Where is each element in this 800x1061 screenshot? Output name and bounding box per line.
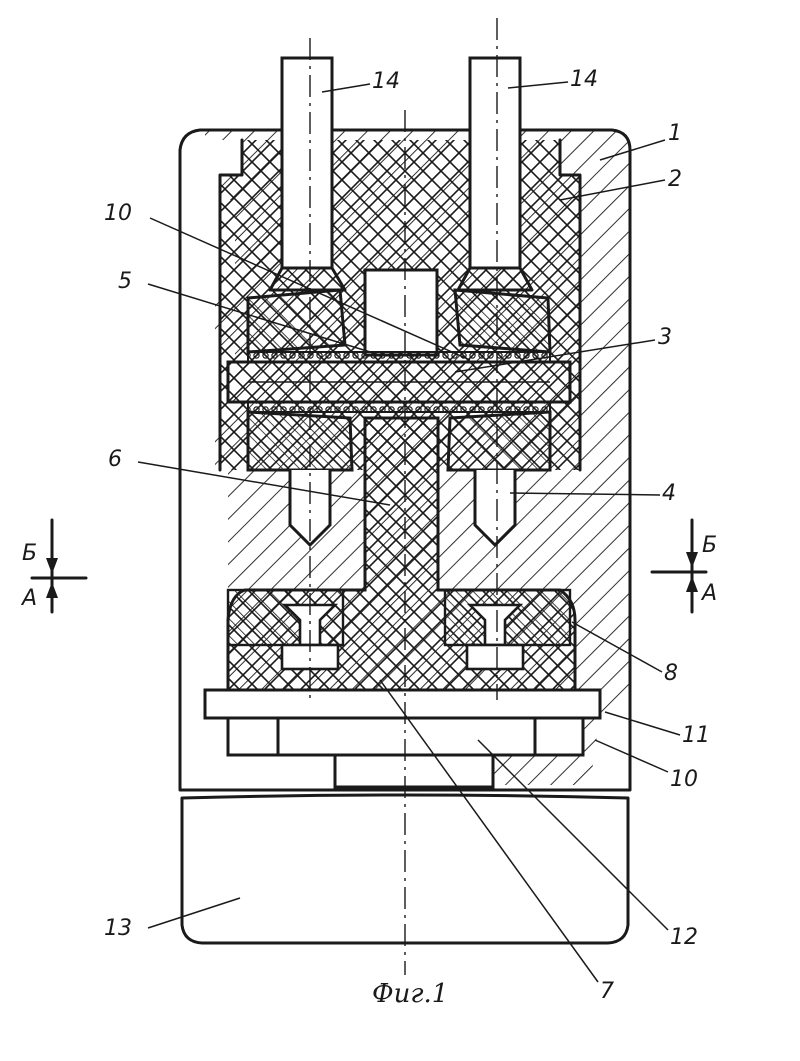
section-label-right-upper: Б bbox=[702, 533, 717, 558]
figure-caption: Фиг.1 bbox=[372, 979, 448, 1009]
membrane bbox=[228, 352, 570, 412]
callout-10b: 10 bbox=[670, 767, 698, 792]
callout-12: 12 bbox=[670, 925, 698, 950]
section-mark-left: Б А bbox=[20, 520, 86, 612]
callout-4: 4 bbox=[662, 481, 676, 506]
callout-11: 11 bbox=[682, 723, 710, 748]
section-mark-right: Б А bbox=[652, 520, 717, 612]
callout-13: 13 bbox=[104, 916, 132, 941]
callout-1: 1 bbox=[668, 121, 682, 146]
callout-14a: 14 bbox=[372, 69, 400, 94]
section-label-right-lower: А bbox=[700, 581, 717, 606]
callout-2: 2 bbox=[668, 167, 682, 192]
section-label-left-lower: А bbox=[20, 586, 37, 611]
section-label-left-upper: Б bbox=[22, 541, 37, 566]
callout-10a: 10 bbox=[104, 201, 132, 226]
callout-7: 7 bbox=[600, 979, 614, 1004]
callout-5: 5 bbox=[118, 269, 132, 294]
callout-14b: 14 bbox=[570, 67, 598, 92]
callout-3: 3 bbox=[658, 325, 672, 350]
callout-8: 8 bbox=[664, 661, 678, 686]
callout-6: 6 bbox=[108, 447, 122, 472]
